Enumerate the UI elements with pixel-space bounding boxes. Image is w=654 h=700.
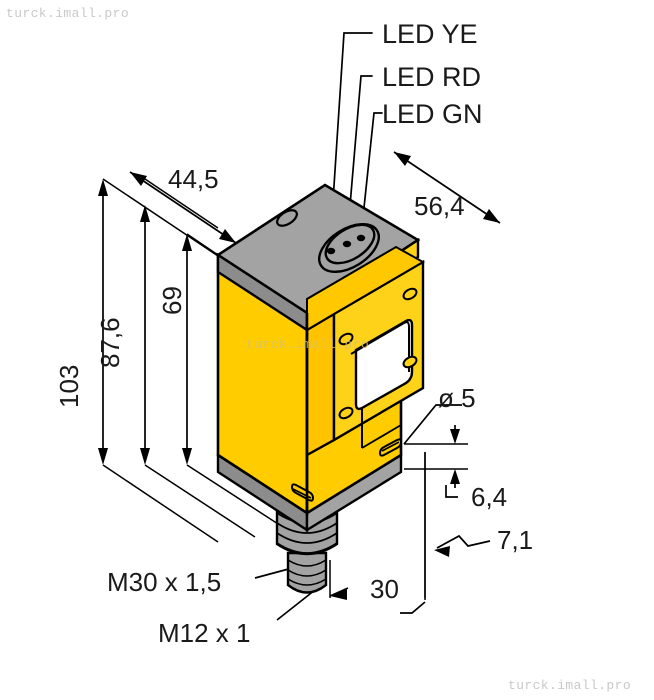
bezel-screw-top-right — [402, 287, 418, 301]
lens-window-rim — [350, 321, 410, 372]
dimension-dia5-leader — [403, 404, 462, 445]
dimension-dia-5: ø 5 — [438, 383, 476, 413]
callout-led-gn: LED GN — [382, 99, 483, 129]
leader-lines-led — [329, 32, 383, 248]
bezel-left-side — [305, 311, 336, 458]
led-pin-rd — [342, 240, 352, 248]
m12-thread — [286, 551, 328, 594]
dimension-56-4-line — [393, 151, 501, 224]
dimension-6-4: 6,4 — [471, 482, 507, 512]
watermark-middle: turck.imall.pro — [246, 337, 370, 352]
vent-hole — [276, 209, 298, 227]
dimension-7-1-leader — [434, 534, 491, 557]
callout-led-rd: LED RD — [382, 62, 481, 92]
mounting-slot-right — [378, 438, 403, 457]
led-pin-gn — [356, 234, 366, 242]
dimension-7-1: 7,1 — [497, 525, 533, 555]
thread-m12-leader — [276, 589, 316, 621]
bezel-screw-bottom-right — [402, 355, 418, 369]
dimension-69: 69 — [157, 286, 187, 315]
dimension-44-5: 44,5 — [168, 164, 219, 194]
dimension-56-4: 56,4 — [414, 191, 465, 221]
right-face-seam2 — [361, 424, 402, 449]
callout-led-ye: LED YE — [382, 19, 478, 49]
watermark-bottom-right: turck.imall.pro — [508, 678, 632, 693]
thread-label-m12: M12 x 1 — [158, 618, 251, 648]
led-pin-ye — [326, 247, 336, 255]
dimension-30-line — [329, 452, 426, 614]
dimension-44-5-line — [129, 171, 237, 244]
dimension-103: 103 — [54, 365, 84, 408]
dimension-103-line — [98, 179, 108, 465]
dimension-87-6: 87,6 — [95, 317, 125, 368]
extension-lines-left — [102, 178, 293, 543]
bezel-screw-bottom-left — [338, 406, 354, 420]
dimension-87-6-line — [140, 205, 150, 465]
thread-label-m30: M30 x 1,5 — [107, 567, 221, 597]
watermark-top-left: turck.imall.pro — [6, 6, 130, 21]
dimension-6-4-line — [404, 425, 468, 498]
dimension-30: 30 — [370, 574, 399, 604]
bezel-screw-top-left — [338, 332, 354, 346]
bezel-top-chamfer — [306, 245, 426, 332]
dimension-69-line — [182, 234, 192, 465]
